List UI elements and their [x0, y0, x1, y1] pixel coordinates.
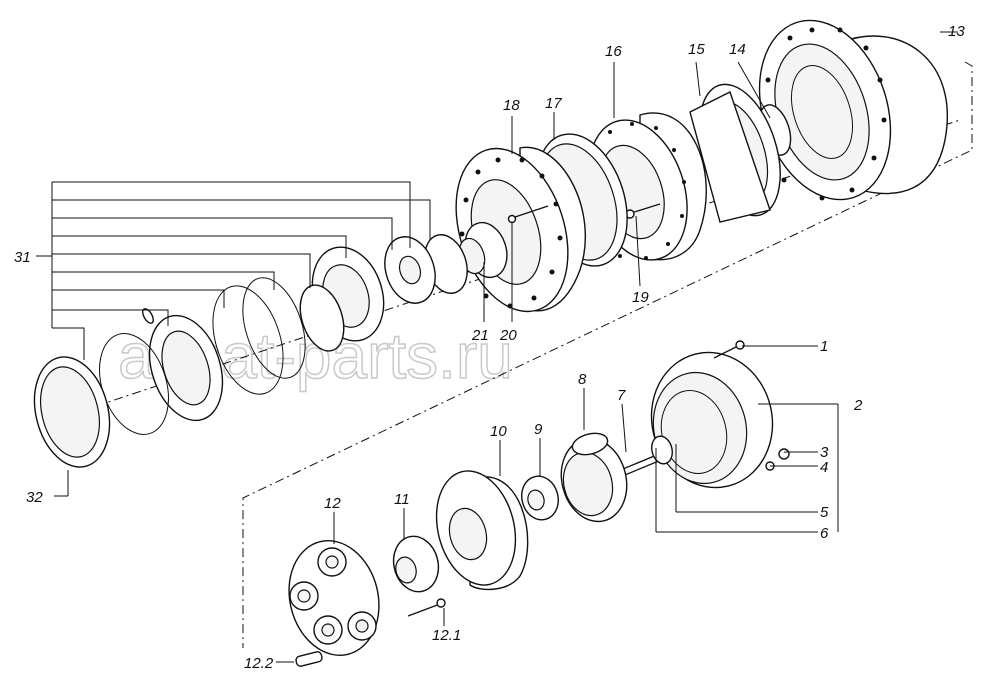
- callout-18: 18: [503, 97, 520, 114]
- callout-5: 5: [820, 504, 829, 521]
- part-16-hub: [586, 112, 707, 261]
- lower-axis-line: [242, 61, 973, 648]
- callout-12: 12: [324, 495, 341, 512]
- part-9-gear: [521, 475, 559, 521]
- part-3-plug: [778, 448, 790, 460]
- callout-10: 10: [490, 423, 507, 440]
- callout-11: 11: [394, 491, 410, 508]
- part-15-bearing: [689, 83, 781, 223]
- part-21-gear-shaft: [458, 221, 508, 279]
- part-10-carrier: [435, 470, 529, 591]
- callout-20: 20: [499, 327, 517, 344]
- callout-1: 1: [820, 338, 828, 355]
- part-12-1-bolt: [407, 598, 446, 617]
- callout-3: 3: [820, 444, 829, 461]
- part-1-bolt: [713, 340, 745, 359]
- callout-9: 9: [534, 421, 543, 438]
- callout-4: 4: [820, 459, 828, 476]
- part-32-snap-ring: [33, 356, 111, 468]
- callout-12-2: 12.2: [244, 655, 274, 672]
- callout-16: 16: [605, 43, 622, 60]
- callout-15: 15: [688, 41, 705, 58]
- callout-6: 6: [820, 525, 829, 542]
- callout-12-1: 12.1: [432, 627, 461, 644]
- part-11-gear: [392, 535, 440, 593]
- callout-7: 7: [617, 387, 626, 404]
- leader-lines: [36, 31, 958, 663]
- part-31-ring-set: [99, 234, 468, 435]
- callout-31: 31: [14, 249, 31, 266]
- part-12-2-pin: [295, 651, 323, 667]
- callout-labels: 13 14 15 16 17 18 19 20 21 31 32 1 2 3 4…: [14, 23, 965, 672]
- part-8-gear: [560, 432, 628, 523]
- callout-19: 19: [632, 289, 649, 306]
- part-2-ring-housing: [650, 351, 774, 489]
- part-12-planet-carrier: [288, 540, 380, 656]
- callout-14: 14: [729, 41, 746, 58]
- part-19-pin: [625, 203, 661, 219]
- callout-32: 32: [26, 489, 43, 506]
- callout-13: 13: [948, 23, 965, 40]
- callout-17: 17: [545, 95, 562, 112]
- callout-21: 21: [471, 327, 489, 344]
- callout-8: 8: [578, 371, 587, 388]
- callout-2: 2: [853, 397, 863, 414]
